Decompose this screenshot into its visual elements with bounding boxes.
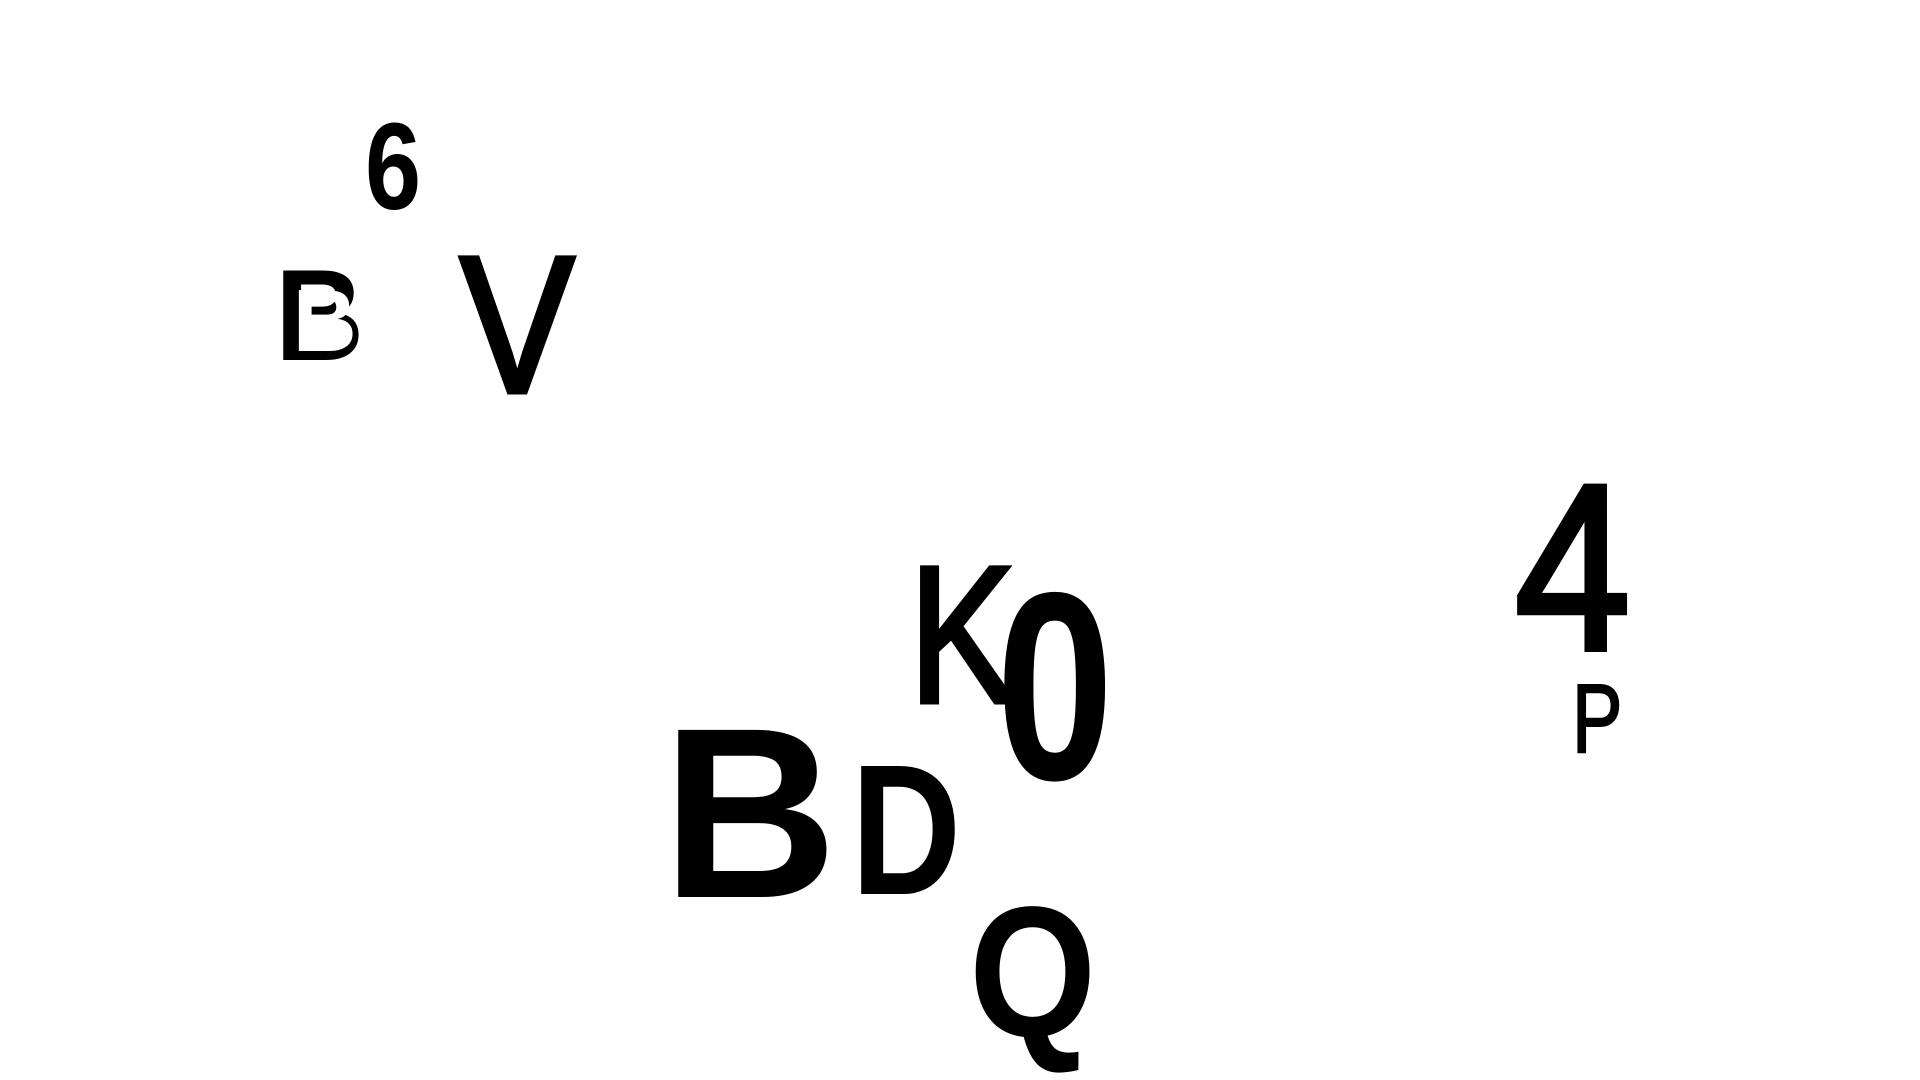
glyph-b-overlay: B <box>293 271 357 370</box>
glyph-k: K <box>907 526 1018 744</box>
glyph-q: Q <box>969 869 1097 1076</box>
glyph-0: 0 <box>996 536 1114 836</box>
glyph-b-large: B <box>662 678 838 949</box>
glyph-6: 6 <box>365 99 422 236</box>
glyph-b-small: B <box>275 242 365 388</box>
glyph-d: D <box>851 727 962 934</box>
glyph-p: P <box>1571 664 1623 773</box>
glyph-4: 4 <box>1512 436 1633 700</box>
glyph-v: V <box>458 216 577 434</box>
